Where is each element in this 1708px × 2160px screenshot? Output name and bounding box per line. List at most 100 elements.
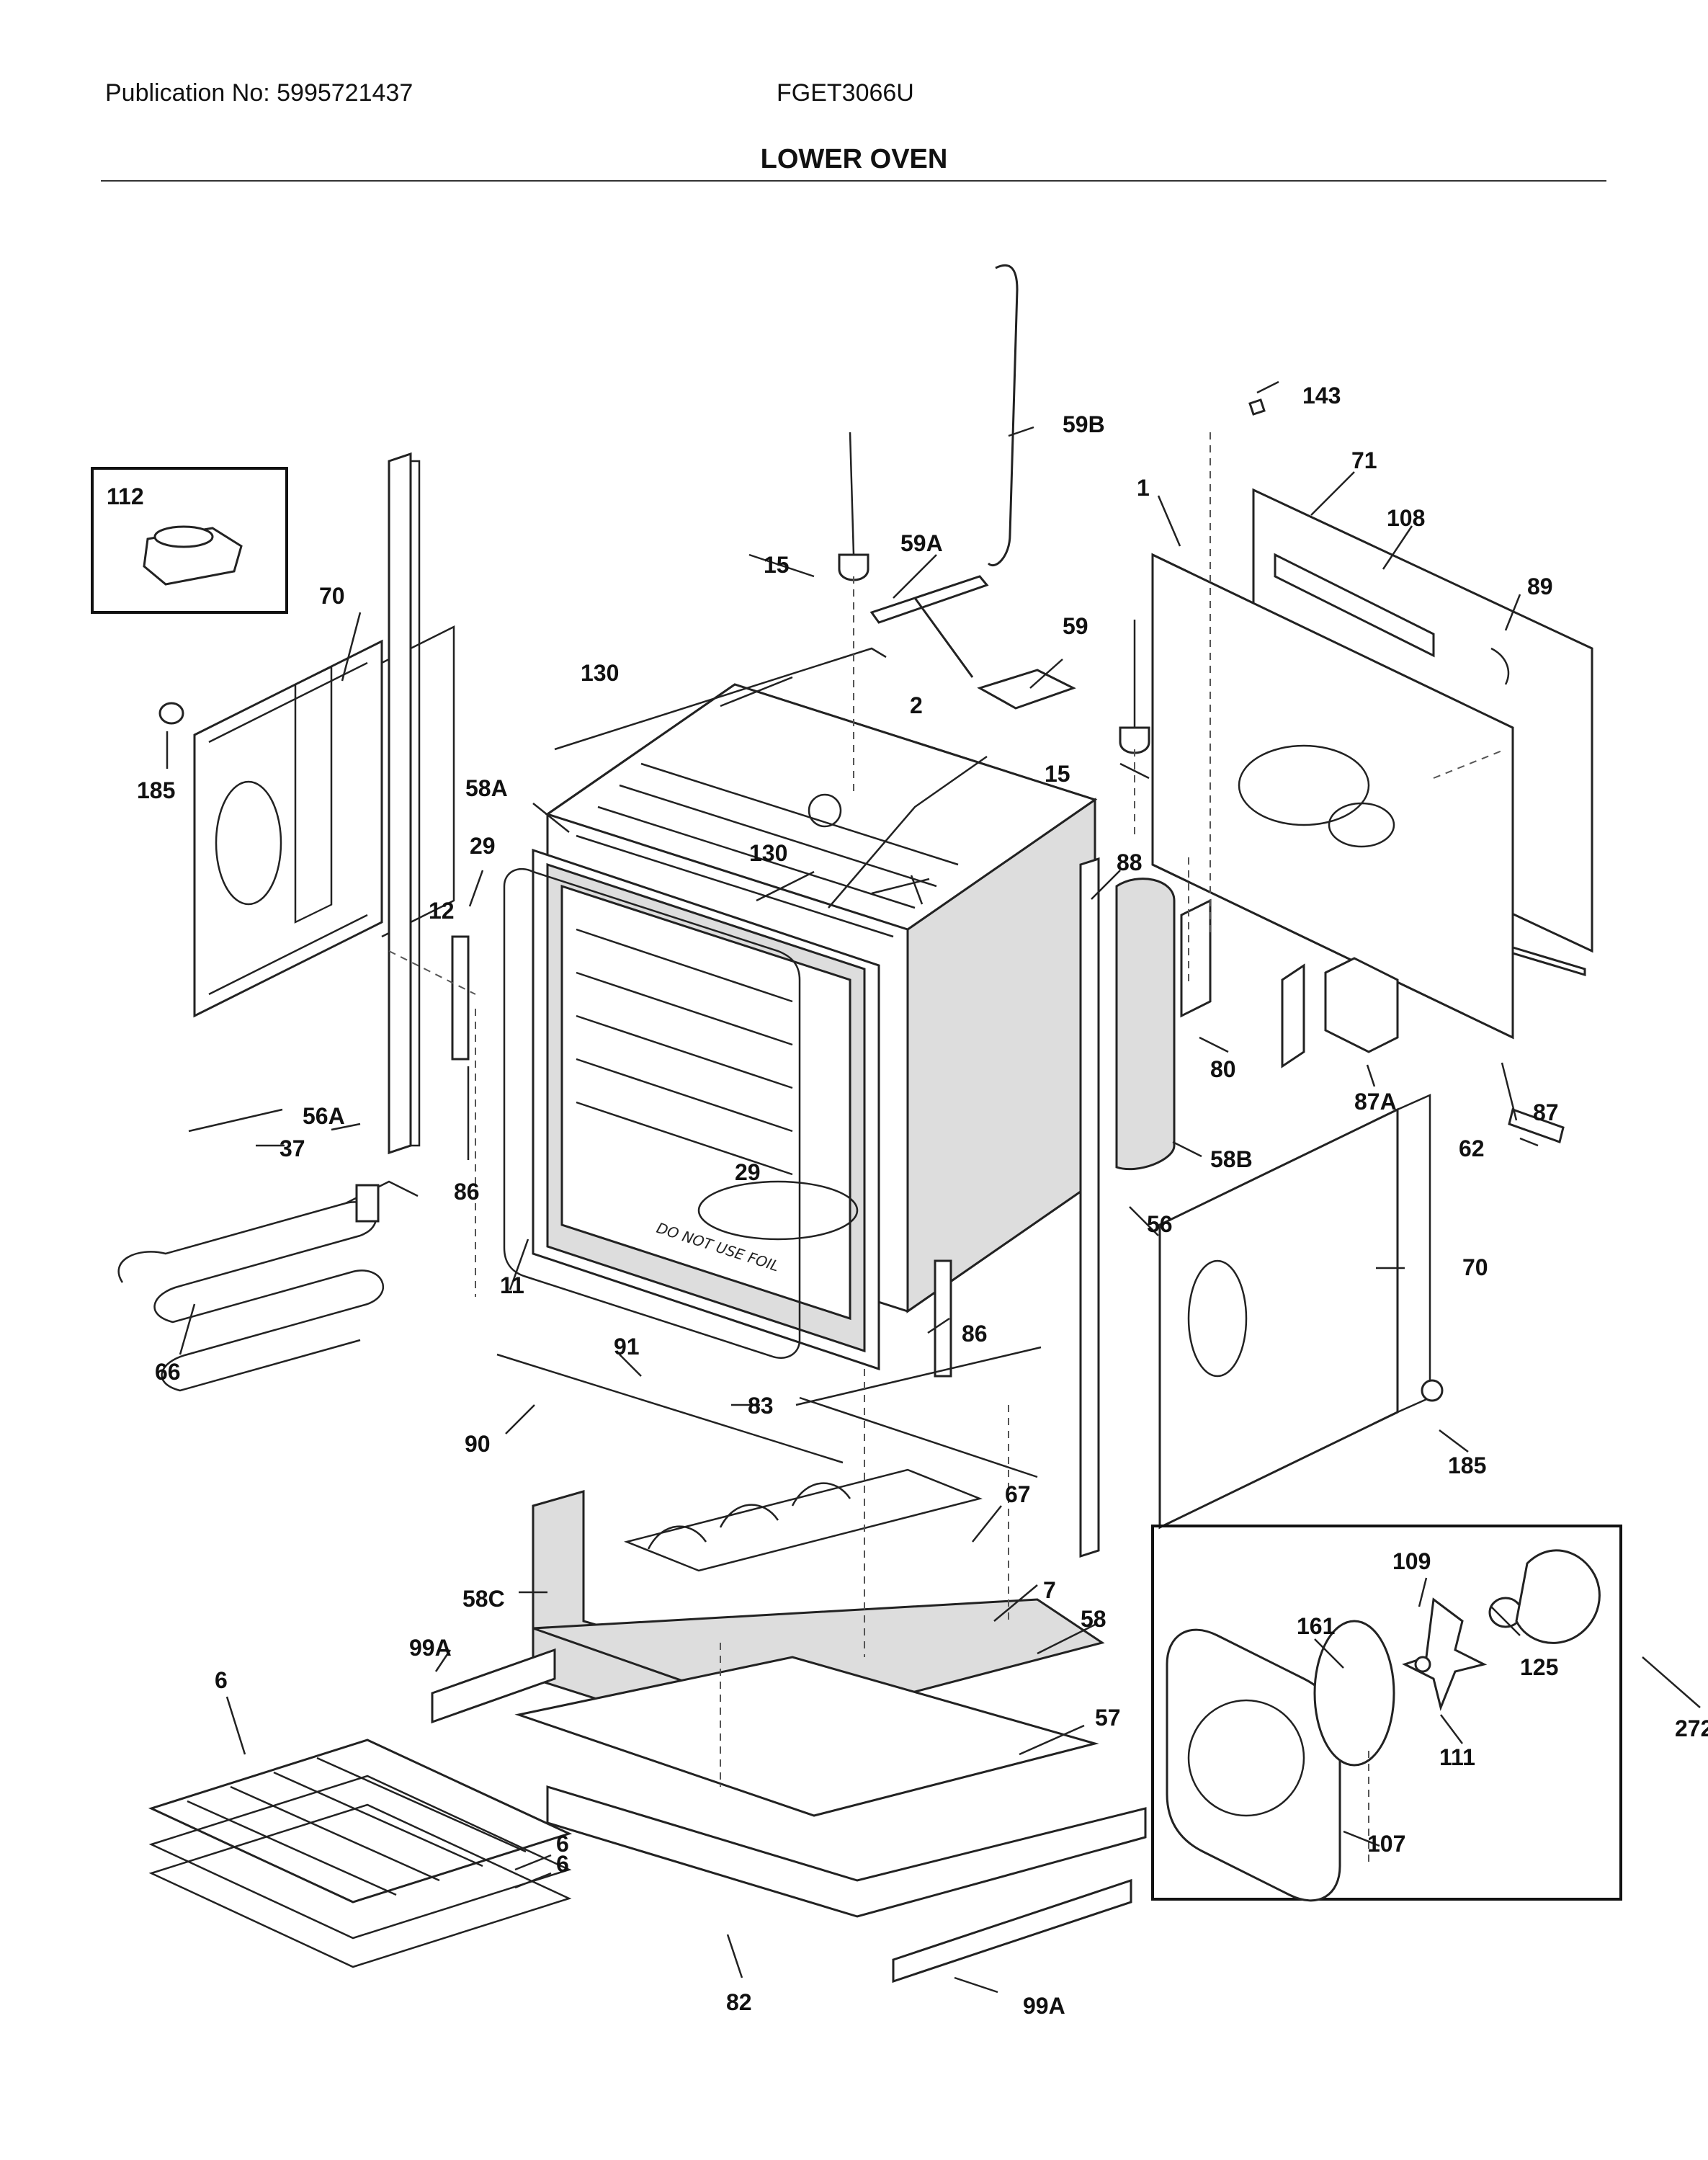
callout-99a-left: 99A [409,1635,452,1661]
vent-rod-59a [869,575,989,678]
callout-6-middle: 6 [556,1831,569,1857]
callout-70-left: 70 [319,583,345,609]
callout-87a: 87A [1354,1089,1397,1115]
callout-86-left: 86 [454,1179,480,1205]
callout-82: 82 [726,1989,752,2015]
broil-element-67 [623,1468,983,1572]
vent-tube-130-upper [554,647,887,751]
front-frame-bracket-56 [1079,857,1100,1558]
oven-light-15-right [1119,620,1150,754]
callout-56: 56 [1147,1211,1173,1237]
callout-59: 59 [1063,613,1088,639]
callout-29-upper: 29 [470,833,496,859]
bottom-pan-57 [514,1656,1099,1817]
insulation-58b [1115,878,1176,1171]
oven-cavity: DO NOT USE FOIL [532,683,1098,1371]
callout-107: 107 [1367,1831,1405,1857]
callout-130-upper: 130 [581,660,619,686]
callout-58c: 58C [462,1586,505,1612]
oven-light-15-left [838,432,869,581]
convection-element-161 [1313,1620,1395,1767]
callout-59b: 59B [1063,411,1105,437]
callout-15-right: 15 [1045,761,1070,787]
callout-88: 88 [1117,849,1143,875]
vent-tube-130-lower [828,755,988,909]
wire-harness-89 [1490,647,1510,685]
callout-80: 80 [1210,1056,1236,1082]
callout-111: 111 [1439,1744,1475,1770]
vent-block-59 [977,669,1076,710]
callout-58a: 58A [465,775,508,801]
callout-57: 57 [1095,1705,1121,1731]
latch-bracket-80b [1281,963,1305,1068]
slide-99a-bottom [892,1878,1132,1983]
front-frame-bracket-56a [388,452,412,1155]
inset-box-112 [91,467,288,614]
thermal-limiter-illustration [143,525,243,586]
trim-91 [496,1353,844,1464]
clip-143 [1248,398,1266,416]
callout-12: 12 [429,898,455,924]
callout-89: 89 [1527,574,1553,599]
model-number: FGET3066U [777,79,914,107]
door-gasket-11 [503,867,801,1359]
inset-box-convection [1151,1525,1622,1901]
callout-29-lower: 29 [735,1159,761,1185]
callout-91: 91 [614,1334,640,1360]
oven-racks-6 [148,1739,573,1968]
publication-number: Publication No: 5995721437 [105,79,413,107]
callout-161: 161 [1297,1613,1335,1639]
callout-108: 108 [1387,505,1425,531]
section-title: LOWER OVEN [760,144,948,174]
terminal-block-62 [1508,1108,1565,1143]
callout-87: 87 [1533,1099,1559,1125]
callout-83: 83 [748,1393,774,1419]
fan-cover-107 [1166,1628,1341,1902]
callout-37: 37 [280,1135,305,1161]
door-hinge-86-right [934,1259,952,1378]
callout-58: 58 [1081,1606,1106,1632]
callout-272: 272 [1675,1715,1708,1741]
callout-58b: 58B [1210,1146,1253,1172]
callout-86-right: 86 [962,1321,988,1347]
callout-125: 125 [1520,1654,1558,1680]
callout-6-top: 6 [215,1667,228,1693]
callout-15-left: 15 [764,552,790,578]
callout-56a: 56A [303,1103,345,1129]
latch-bracket-80a [1180,898,1212,1018]
nut-111 [1414,1656,1431,1673]
callout-6-bottom: 6 [556,1851,569,1877]
slide-99a-left [431,1648,556,1724]
rail-87 [1511,945,1586,977]
callout-1: 1 [1137,475,1150,501]
left-side-panel [193,639,383,1018]
callout-99a-bottom: 99A [1023,1993,1065,2019]
wire-harness-83 [799,1396,1038,1478]
door-hinge-86-left [451,935,470,1061]
bumper-185-left [158,702,184,725]
callout-112: 112 [107,483,144,509]
callout-185-right: 185 [1448,1452,1486,1478]
callout-143: 143 [1302,383,1341,409]
callout-66: 66 [155,1359,181,1385]
callout-109: 109 [1392,1548,1431,1574]
callout-71: 71 [1351,447,1377,473]
callout-70-right: 70 [1462,1254,1488,1280]
trim-90 [795,1346,1042,1406]
callout-130-lower: 130 [749,840,787,866]
header-rule [101,180,1606,182]
vent-tube-59b [987,264,1019,566]
callout-90: 90 [465,1431,491,1457]
cooling-fan-108 [1274,553,1435,658]
bumper-185-right [1421,1379,1444,1402]
callout-11: 11 [500,1272,524,1298]
sensor-probe-37 [188,1108,283,1133]
callout-59a: 59A [900,530,943,556]
right-side-panel [1158,1107,1399,1530]
callout-2: 2 [910,692,923,718]
callout-67: 67 [1005,1481,1031,1507]
callout-62: 62 [1459,1135,1485,1161]
bake-element-66 [117,1180,419,1392]
fan-motor-125 [1515,1549,1601,1644]
